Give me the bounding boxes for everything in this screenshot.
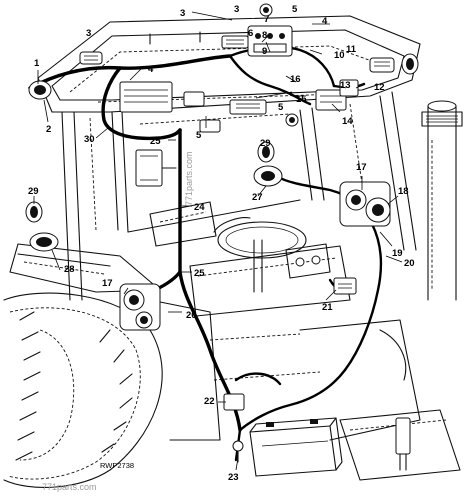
callout-7: 7 xyxy=(264,14,269,25)
callout-23: 23 xyxy=(228,472,239,483)
beacon-light-right xyxy=(257,141,275,163)
callout-27: 27 xyxy=(252,192,263,203)
combination-lamp-right xyxy=(339,181,391,227)
callout-30: 30 xyxy=(84,134,95,145)
beacon-light-left xyxy=(25,201,43,223)
drawing-id: RWP2738 xyxy=(100,461,134,470)
callout-10: 10 xyxy=(334,50,345,61)
callout-9: 9 xyxy=(262,46,267,57)
callout-25: 25 xyxy=(150,136,161,147)
callout-29: 29 xyxy=(28,186,39,197)
marker-lamp-front-left xyxy=(79,51,103,65)
callout-19: 19 xyxy=(392,248,403,259)
callout-3: 3 xyxy=(180,8,185,19)
dash-and-steering xyxy=(149,201,351,317)
callout-4b: 4 xyxy=(322,16,328,27)
leader-lines xyxy=(33,11,403,471)
callout-12: 12 xyxy=(374,82,385,93)
watermark-vertical: 771parts.com xyxy=(184,151,194,206)
callout-5b: 5 xyxy=(196,130,202,141)
callout-18: 18 xyxy=(398,186,409,197)
roof-light-right xyxy=(401,53,419,75)
callout-21: 21 xyxy=(322,302,333,313)
battery xyxy=(249,417,343,477)
switch-cluster xyxy=(247,25,293,57)
callout-14: 14 xyxy=(342,116,353,127)
callout-labels: 1 2 3 3 3 4 4 5 5 5 6 7 8 9 10 11 12 13 … xyxy=(28,4,415,483)
callout-11: 11 xyxy=(346,44,357,55)
callout-22: 22 xyxy=(204,396,215,407)
cab-frame xyxy=(61,91,417,301)
watermark-bottom: 771parts.com xyxy=(42,482,97,492)
rear-tire-left xyxy=(3,292,163,488)
callout-17: 17 xyxy=(356,162,367,173)
roof-light-left xyxy=(28,80,52,100)
callout-24: 24 xyxy=(194,202,205,213)
exhaust-stack xyxy=(421,100,463,301)
callout-25b: 25 xyxy=(194,268,205,279)
callout-20: 20 xyxy=(404,258,415,269)
work-light-29 xyxy=(285,113,299,127)
callout-6: 6 xyxy=(248,28,253,39)
callout-4: 4 xyxy=(148,64,154,75)
lower-chassis xyxy=(149,299,461,481)
callout-2: 2 xyxy=(46,124,51,135)
flasher-unit xyxy=(183,91,221,133)
rear-view-mirror xyxy=(135,149,177,187)
roof-light-top xyxy=(259,3,273,17)
connector-21 xyxy=(333,277,357,295)
callout-8: 8 xyxy=(262,30,267,41)
combination-lamp-left xyxy=(119,283,161,331)
callout-29b: 29 xyxy=(260,138,271,149)
relay-block xyxy=(119,81,173,113)
callout-3c: 3 xyxy=(234,4,239,15)
wiring-harness xyxy=(28,45,383,462)
callout-16: 16 xyxy=(290,74,301,85)
callout-13: 13 xyxy=(340,80,351,91)
fender-lamp-left xyxy=(29,232,59,252)
connector-14 xyxy=(315,89,347,111)
fender-lamp-right xyxy=(253,165,283,187)
callout-3b: 3 xyxy=(86,28,91,39)
callout-5: 5 xyxy=(292,4,298,15)
connector-13 xyxy=(339,79,359,97)
connector-22 xyxy=(223,393,245,411)
callout-15: 15 xyxy=(296,94,307,105)
marker-lamp-rear-right xyxy=(369,57,395,73)
callout-5c: 5 xyxy=(278,102,284,113)
callout-1: 1 xyxy=(34,58,40,69)
callout-28: 28 xyxy=(64,264,75,275)
connector-15 xyxy=(229,99,267,115)
callout-26: 26 xyxy=(186,310,197,321)
callout-17b: 17 xyxy=(102,278,113,289)
